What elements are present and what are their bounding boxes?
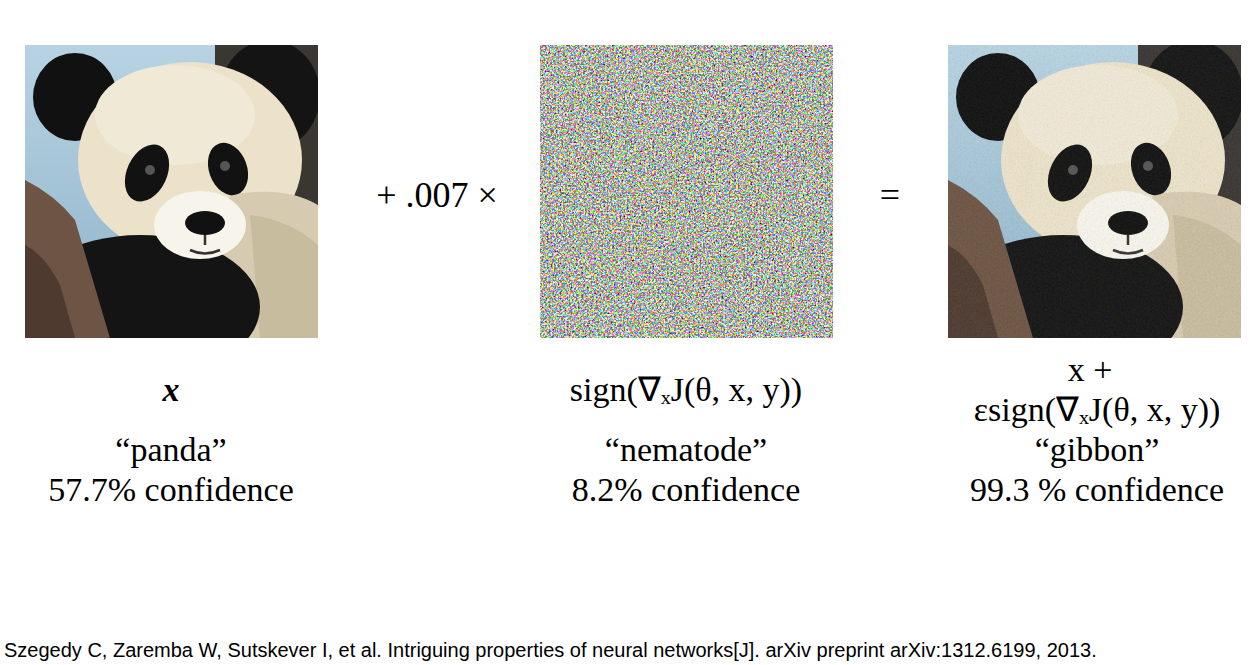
math-label: sign(∇ₓJ(θ, x, y))	[570, 370, 802, 409]
operator-text: + .007 ×	[376, 175, 498, 216]
class-label: “gibbon”	[1035, 430, 1160, 469]
math-label: x	[163, 370, 180, 409]
math-label: εsign(∇ₓJ(θ, x, y))	[974, 390, 1221, 429]
class-label: “nematode”	[605, 430, 767, 469]
confidence-label: 99.3 % confidence	[970, 470, 1224, 509]
confidence-label: 57.7% confidence	[48, 470, 293, 509]
class-label: “panda”	[115, 430, 226, 469]
panda-image	[20, 40, 320, 379]
panda-image	[943, 40, 1243, 379]
noise-overlay	[948, 45, 1241, 338]
noise-image	[540, 45, 833, 338]
operator-text: =	[880, 175, 900, 216]
confidence-label: 8.2% confidence	[572, 470, 800, 509]
math-label: x +	[1068, 350, 1113, 389]
citation: Szegedy C, Zaremba W, Sutskever I, et al…	[4, 639, 1097, 662]
